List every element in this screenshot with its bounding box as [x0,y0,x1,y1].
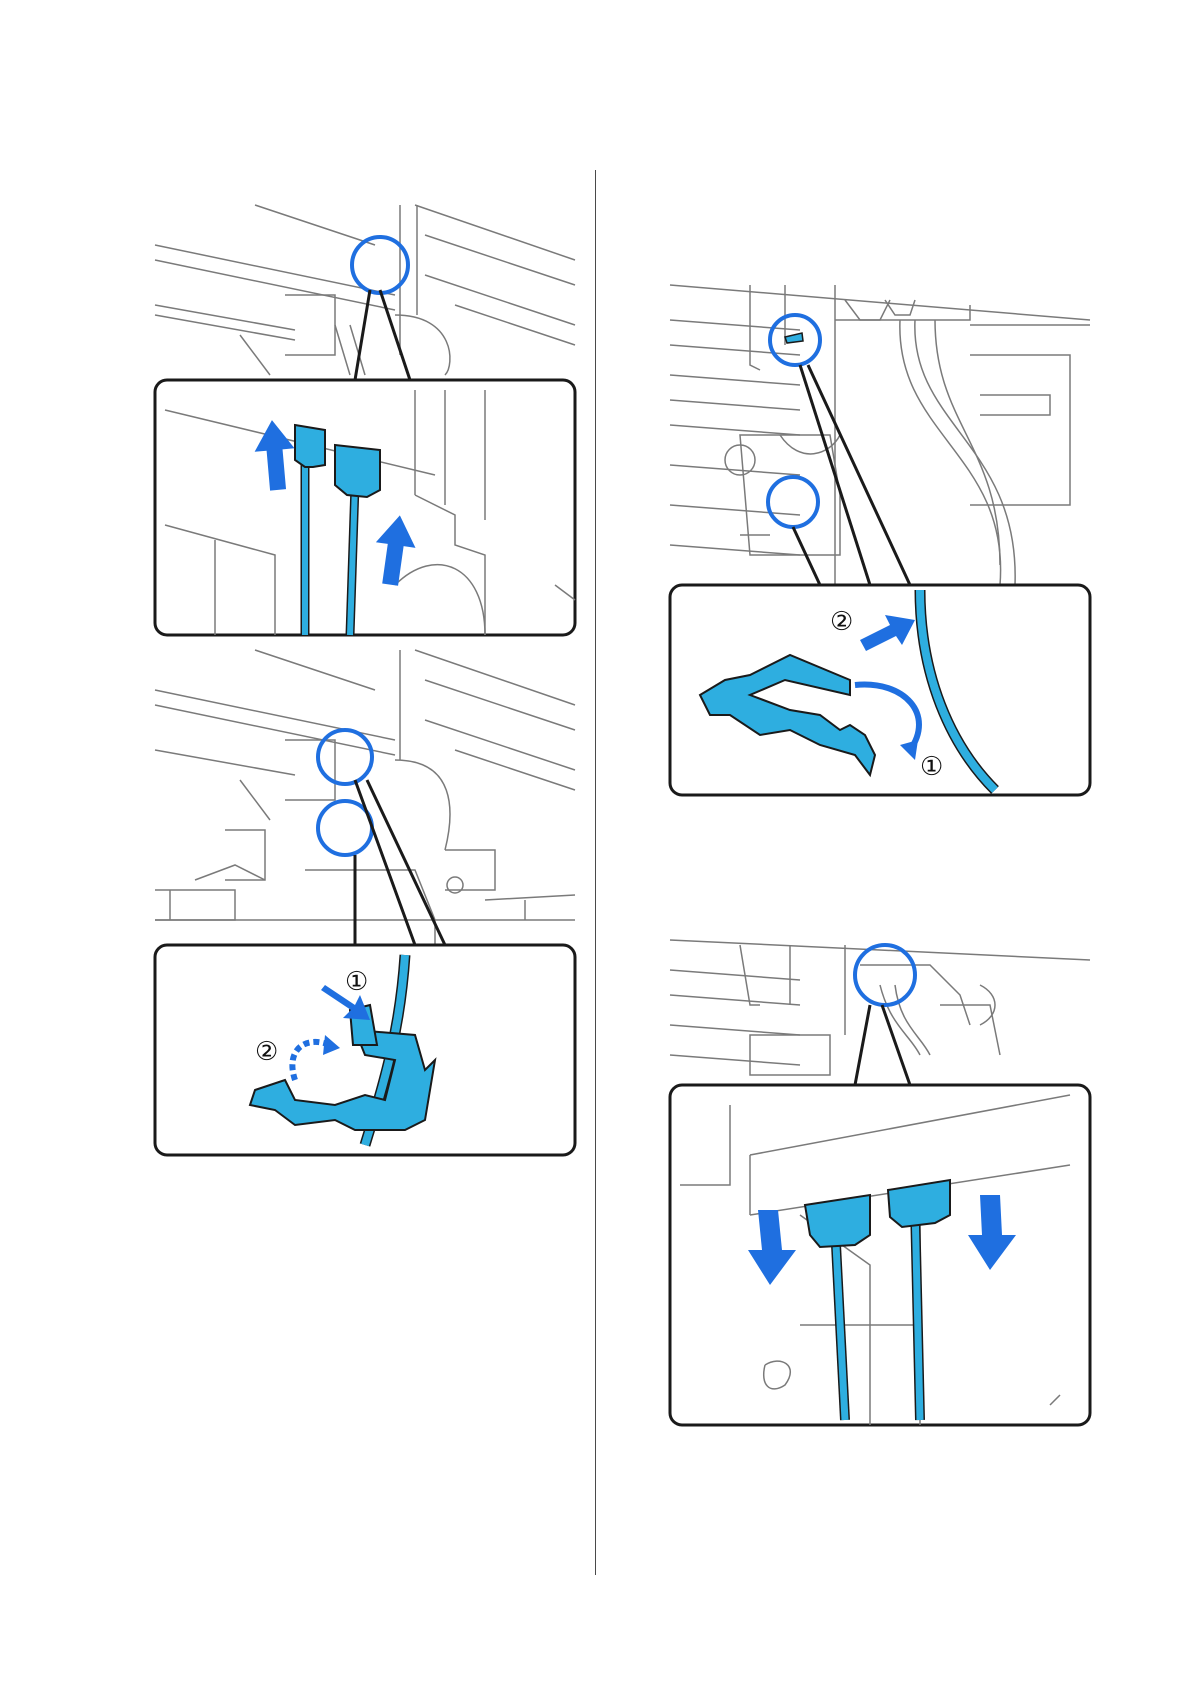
connector-plug-right [335,445,380,497]
highlight-circle-icon [768,477,818,527]
figure-4-insert-connectors [670,925,1090,1445]
highlight-circle-icon [318,801,372,855]
connector-plug-left [805,1195,870,1247]
figure-2-release-clip: ① ② [155,650,575,1170]
figure-1-lift-connectors [155,205,575,645]
callout-pointer [793,365,910,585]
callout-pointer [855,1005,910,1085]
step-mark-1: ① [920,752,943,782]
step-mark-2: ② [255,1037,278,1067]
step-mark-1: ① [345,967,368,997]
printer-body-lines [670,940,1090,1075]
small-tab [785,333,803,343]
step-mark-2: ② [830,607,853,637]
callout-box [670,1085,1090,1425]
printer-body-lines [670,285,1090,605]
figure-3-attach-clip: ② ① [670,285,1090,865]
column-divider [595,170,596,1575]
callout-box [155,380,575,635]
highlight-circle-icon [855,945,915,1005]
highlight-circle-icon [318,730,372,784]
printer-body-lines [155,650,575,950]
connector-plug-left [295,425,325,467]
